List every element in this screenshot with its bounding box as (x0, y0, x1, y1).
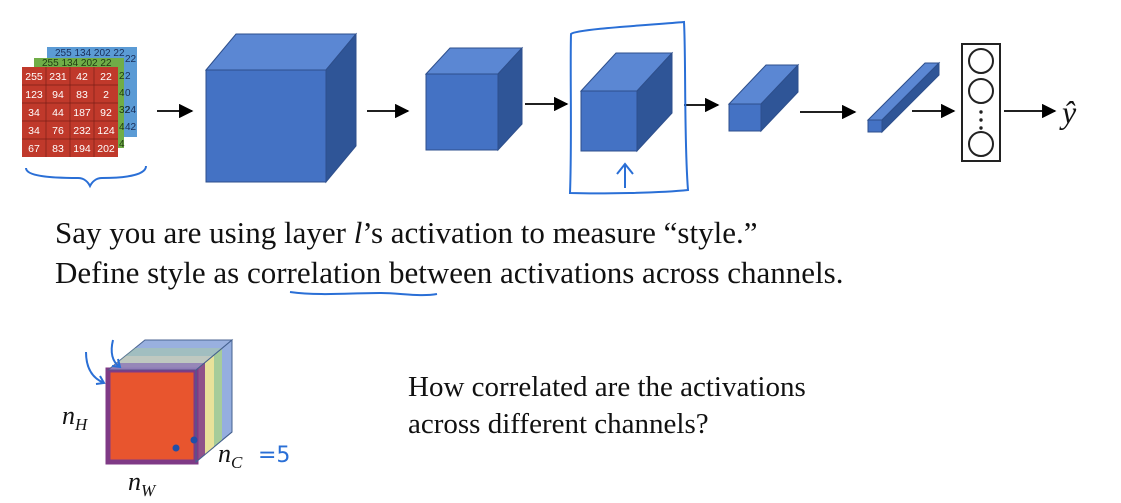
pixel-value: 255 (25, 71, 43, 83)
blue-channel-value: 24 (125, 105, 137, 116)
nc-label: nC (218, 439, 243, 472)
caption-line-1: Say you are using layer l’s activation t… (55, 215, 757, 251)
pixel-value: 92 (100, 107, 112, 119)
layer-l-symbol: l (353, 215, 363, 250)
pixel-value: 67 (28, 143, 40, 155)
nw-label: nW (128, 467, 157, 500)
pixel-value: 76 (52, 125, 64, 137)
pixel-value: 194 (73, 143, 91, 155)
layer-5-volume (866, 61, 941, 134)
blue-channel-top-values: 255 134 202 22 (55, 48, 125, 59)
green-channel-value: 32 (119, 105, 131, 116)
output-y-hat: ŷ (1059, 94, 1077, 130)
green-channel-value: 4 (119, 139, 125, 150)
nc-value: =5 (258, 443, 290, 468)
output-layer (961, 43, 1001, 162)
pixel-value: 94 (52, 89, 64, 101)
pixel-value: 123 (25, 89, 43, 101)
caption-line-2: Define style as correlation between acti… (55, 255, 843, 291)
blue-channel-value: 0 (125, 88, 131, 99)
pixel-value: 83 (76, 89, 88, 101)
green-channel-value: 4 (119, 122, 125, 133)
input-brace (25, 165, 147, 189)
curved-arrow-right (110, 339, 122, 369)
pixel-value: 202 (97, 143, 115, 155)
blue-channel-value: 22 (125, 54, 137, 65)
green-channel-value: 2 (119, 71, 125, 82)
question-line-2: across different channels? (408, 408, 709, 440)
caption-line-1-start: Say you are using layer (55, 215, 354, 250)
activation-volume (85, 338, 234, 465)
blue-channel-value: 2 (125, 71, 131, 82)
curved-arrow-left (85, 351, 106, 385)
layer-1-volume (204, 32, 358, 184)
layer-4-volume (727, 63, 800, 133)
pixel-value: 232 (73, 125, 91, 137)
correlation-underline (289, 291, 438, 297)
pixel-value: 2 (103, 89, 109, 101)
layer-l-highlight (568, 20, 690, 195)
pointer-arrow (616, 162, 634, 188)
pixel-value: 34 (28, 107, 40, 119)
layer-l-volume (579, 51, 674, 153)
green-channel-top-values: 255 134 202 22 (42, 58, 112, 69)
arrows (157, 96, 1057, 120)
caption-line-2-start: Define style as (55, 255, 247, 290)
pixel-value: 83 (52, 143, 64, 155)
pixel-value: 124 (97, 125, 115, 137)
pixel-value: 231 (49, 71, 67, 83)
blue-channel-value: 42 (125, 122, 137, 133)
pixel-value: 187 (73, 107, 91, 119)
caption-line-1-end: ’s activation to measure “style.” (362, 215, 758, 250)
pixel-value: 34 (28, 125, 40, 137)
correlation-word: correlation (246, 255, 382, 290)
layer-2-volume (424, 46, 524, 152)
green-channel-value: 4 (119, 88, 125, 99)
pixel-value: 22 (100, 71, 112, 83)
pixel-value: 42 (76, 71, 88, 83)
question-line-1: How correlated are the activations (408, 371, 806, 403)
nh-label: nH (62, 401, 89, 434)
pixel-value: 44 (52, 107, 64, 119)
caption-line-2-end: between activations across channels. (381, 255, 844, 290)
